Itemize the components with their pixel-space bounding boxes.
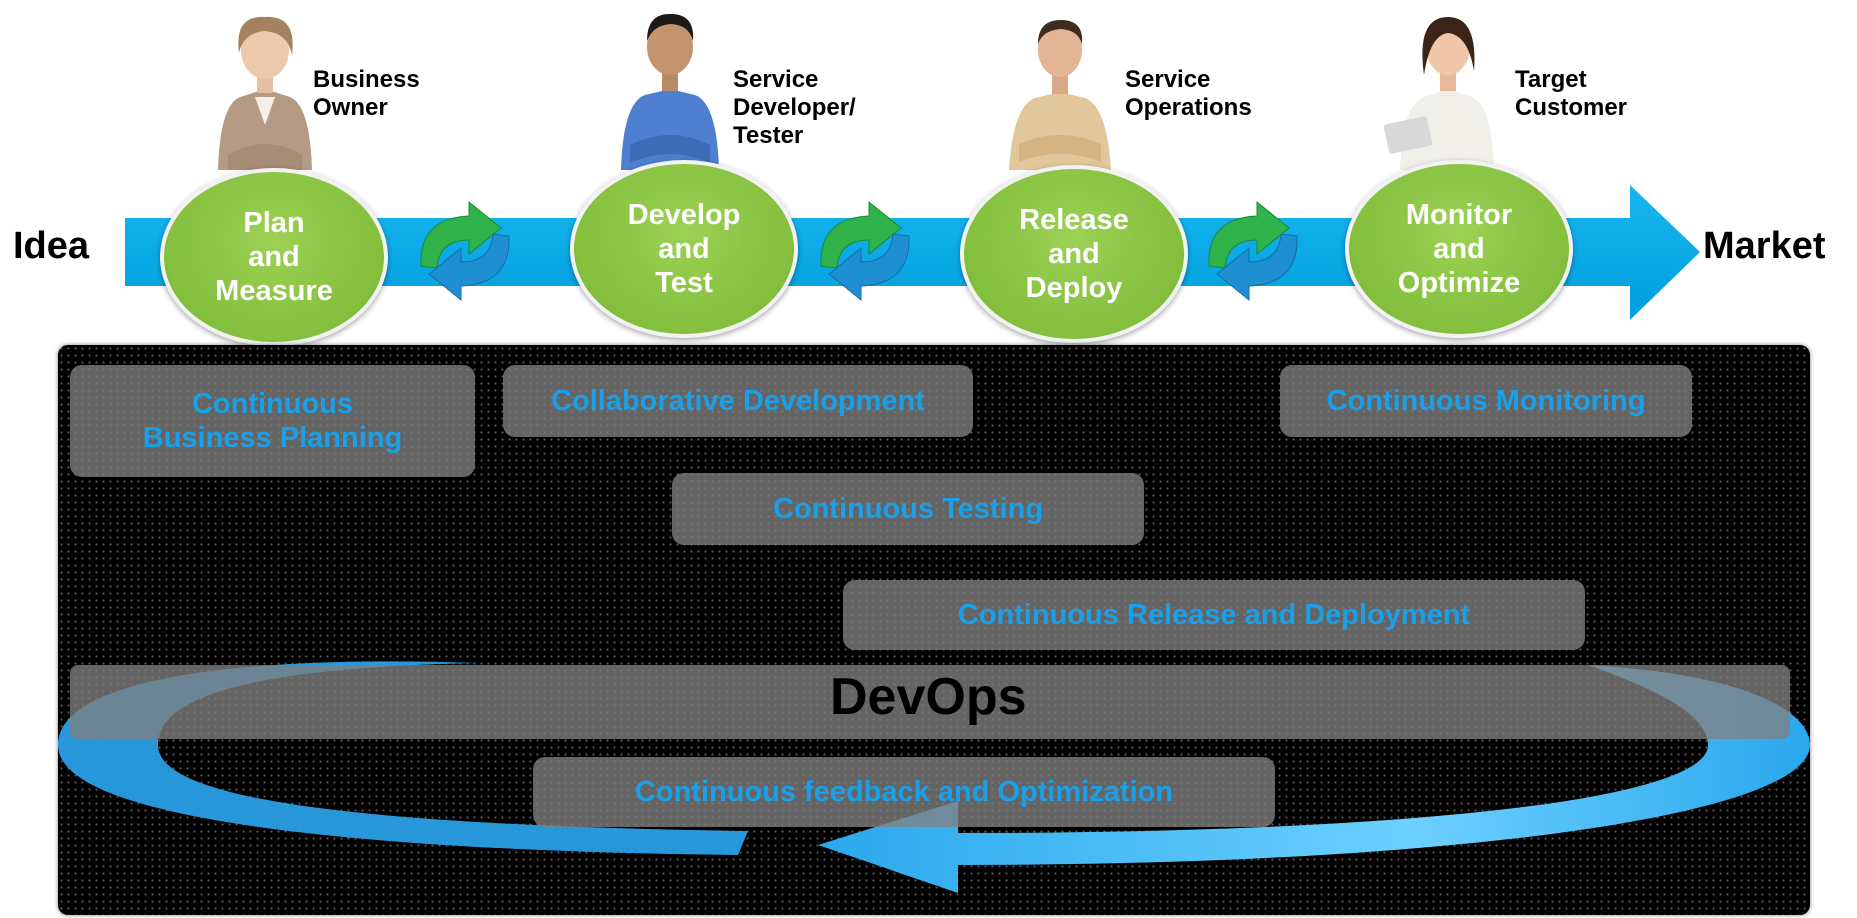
- refresh-cycle-icon: [420, 200, 510, 302]
- stage-monitor-and-optimize: Monitor and Optimize: [1345, 160, 1573, 338]
- business-owner-photo: [218, 16, 312, 170]
- practice-label: Continuous feedback and Optimization: [634, 776, 1174, 808]
- practice-continuous-monitoring: Continuous Monitoring: [1280, 365, 1692, 437]
- stage-label: Develop and Test: [627, 199, 741, 299]
- stage-release-and-deploy: Release and Deploy: [960, 165, 1188, 343]
- practice-label: Continuous Business Planning: [142, 388, 403, 454]
- idea-to-market-flow-arrow: [125, 185, 1700, 320]
- customer-photo: [1383, 17, 1494, 170]
- devops-band: [70, 665, 1790, 739]
- practice-label: Continuous Monitoring: [1326, 385, 1646, 417]
- feedback-loop-arrow: [58, 661, 1810, 893]
- stage-label: Monitor and Optimize: [1397, 199, 1521, 299]
- role-business-owner: Business Owner: [313, 66, 420, 121]
- stage-plan-and-measure: Plan and Measure: [160, 168, 388, 346]
- devops-title: DevOps: [830, 668, 1027, 726]
- practice-label: Continuous Release and Deployment: [957, 599, 1471, 631]
- refresh-cycle-icon: [820, 200, 910, 302]
- role-service-operations: Service Operations: [1125, 66, 1252, 121]
- practice-continuous-feedback-and-optimization: Continuous feedback and Optimization: [533, 757, 1275, 827]
- practice-collaborative-development: Collaborative Development: [503, 365, 973, 437]
- operations-photo: [1009, 20, 1111, 170]
- stage-label: Release and Deploy: [1019, 204, 1129, 304]
- stage-develop-and-test: Develop and Test: [570, 160, 798, 338]
- practice-continuous-business-planning: Continuous Business Planning: [70, 365, 475, 477]
- role-service-developer-tester: Service Developer/ Tester: [733, 66, 856, 149]
- practice-label: Collaborative Development: [551, 385, 925, 417]
- refresh-cycle-icon: [1208, 200, 1298, 302]
- devops-practices-panel: Continuous Business Planning Collaborati…: [58, 345, 1810, 915]
- developer-photo: [621, 13, 719, 170]
- practice-continuous-release-and-deployment: Continuous Release and Deployment: [843, 580, 1585, 650]
- market-label: Market: [1703, 225, 1826, 267]
- practice-continuous-testing: Continuous Testing: [672, 473, 1144, 545]
- idea-label: Idea: [13, 225, 90, 267]
- role-target-customer: Target Customer: [1515, 66, 1628, 121]
- stage-label: Plan and Measure: [215, 207, 333, 307]
- practice-label: Continuous Testing: [772, 493, 1044, 525]
